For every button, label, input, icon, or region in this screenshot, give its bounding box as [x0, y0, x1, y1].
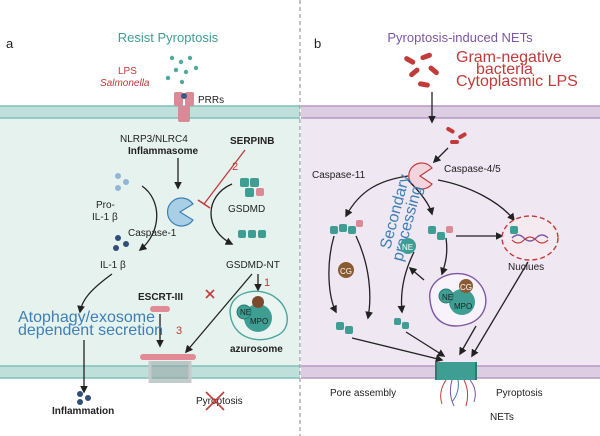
- gsdmd-label: GSDMD: [228, 204, 265, 215]
- prrs-label: PRRs: [198, 95, 224, 106]
- caspase-4-5-label: Caspase-4/5: [444, 164, 501, 175]
- ne-icon: [400, 238, 416, 254]
- panel-b: b Pyroptosis-induced NETs Gram-negative …: [301, 30, 600, 423]
- azurosome-mpo-label: MPO: [250, 317, 268, 326]
- granule-cg-label: CG: [460, 283, 472, 292]
- granule-mpo-label: MPO: [454, 302, 472, 311]
- caspase-4-5-icon: [408, 162, 433, 190]
- inflammation-il1b-icon: [77, 391, 91, 405]
- prr-receptor-icon: [174, 92, 194, 122]
- escrt-iii-icon: [150, 306, 170, 312]
- inflammation-label: Inflammation: [52, 406, 114, 417]
- escrt-label: ESCRT-III: [138, 292, 183, 303]
- pro-il1b-label: IL-1 β: [92, 212, 118, 223]
- panel-b-letter: b: [314, 36, 321, 51]
- caspase-11-label: Caspase-11: [312, 170, 366, 181]
- cytoplasmic-lps-icon: [446, 127, 467, 144]
- serpinb-label: SERPINB: [230, 136, 274, 147]
- il1b-icon: [113, 235, 129, 251]
- gsdmd-icon: [240, 178, 264, 197]
- azurosome-icon: [229, 290, 288, 341]
- caspase-1-icon: [166, 197, 194, 227]
- repaired-pore-icon: [140, 354, 196, 383]
- lps-molecules-icon: [165, 55, 199, 85]
- gsdmd-c-icon: [428, 226, 453, 240]
- pyroptosis-label: Pyroptosis: [496, 388, 543, 399]
- gsdmd-nt-center-icon: [394, 318, 409, 329]
- nucleus-icon: [501, 215, 559, 261]
- ne-label: NE: [402, 243, 413, 252]
- pro-il1b-icon: [115, 173, 129, 191]
- salmonella-label: Salmonella: [100, 78, 150, 89]
- azurosome-ne-label: NE: [240, 308, 251, 317]
- pore-assembly-label: Pore assembly: [330, 388, 396, 399]
- panel-a-title: Resist Pyroptosis: [118, 30, 219, 45]
- atophagy-label-1: Atophagy/exosome: [18, 309, 155, 326]
- inflammasome-label: Inflammasome: [128, 146, 198, 157]
- step-3-label: 3: [176, 325, 182, 337]
- step-1-label: 1: [264, 277, 270, 289]
- panel-a-top-membrane: [0, 105, 300, 119]
- panel-b-top-membrane: [301, 105, 600, 119]
- panel-b-title: Pyroptosis-induced NETs: [387, 30, 533, 45]
- gsdmd-b-icon: [330, 220, 363, 234]
- cg-label: CG: [340, 267, 352, 276]
- lps-label: LPS: [118, 66, 137, 77]
- nets-icon: [440, 379, 476, 407]
- bacteria-label: bacteria: [476, 61, 533, 78]
- step-2-label: 2: [232, 161, 238, 173]
- gram-negative-label: Gram-negative: [456, 49, 562, 66]
- cytoplasmic-lps-label: Cytoplasmic LPS: [456, 73, 578, 90]
- gsdmd-nt-icon: [238, 230, 266, 238]
- nucleus-label: Nuclues: [508, 262, 544, 273]
- il1b-label: IL-1 β: [100, 260, 126, 271]
- gsdmd-pore-icon: [435, 362, 477, 380]
- gsdmd-nt-left-icon: [336, 322, 353, 334]
- bacteria-icon: [404, 52, 439, 88]
- gsdmd-nt-label: GSDMD-NT: [226, 260, 280, 271]
- pyroptosis-cross-icon: [205, 391, 225, 411]
- panel-a: a Resist Pyroptosis LPS Salmonella PRRs …: [0, 30, 300, 417]
- atophagy-label-2: dependent secretion: [18, 322, 163, 339]
- nets-label: NETs: [490, 412, 514, 423]
- granule-icon: [429, 272, 487, 327]
- cg-icon: [338, 262, 354, 278]
- panel-a-letter: a: [6, 36, 14, 51]
- pyroptosis-blocked-label: Pyroptosis: [196, 396, 243, 407]
- pro-label: Pro-: [96, 200, 115, 211]
- blocked-cross-icon: [205, 289, 215, 299]
- azurosome-label: azurosome: [230, 344, 283, 355]
- nlrp3-label: NLRP3/NLRC4: [120, 134, 188, 145]
- granule-ne-label: NE: [442, 293, 453, 302]
